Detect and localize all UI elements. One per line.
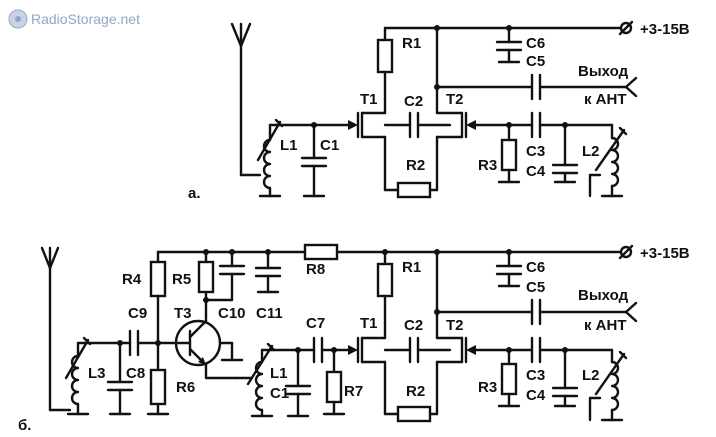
antenna-icon (230, 22, 262, 177)
capacitor-C10 (218, 250, 246, 302)
label-L2-b: L2 (582, 367, 600, 384)
output-label-b-line2: к АНТ (584, 317, 627, 334)
inductor-L2-b (588, 348, 628, 422)
label-R5: R5 (172, 271, 191, 288)
label-R1: R1 (402, 35, 421, 52)
output-label-line1: Выход (578, 63, 629, 80)
label-C3: C3 (526, 143, 545, 160)
resistor-R1-b (376, 262, 394, 298)
resistor-R1 (376, 38, 394, 74)
capacitor-C8 (106, 341, 134, 416)
label-C5: C5 (526, 53, 545, 70)
variant-a-label: а. (188, 185, 201, 202)
variant-b-label: б. (18, 417, 31, 434)
resistor-R5 (197, 260, 215, 294)
resistor-R3 (500, 138, 518, 172)
resistor-R7 (325, 370, 343, 404)
label-C4-b: C4 (526, 387, 546, 404)
transistor-T2 (435, 111, 534, 139)
label-T1-b: T1 (360, 315, 378, 332)
resistor-R8 (303, 243, 339, 261)
supply-terminal-icon (618, 20, 634, 36)
label-L1: L1 (280, 137, 298, 154)
label-C1-b: C1 (270, 385, 289, 402)
resistor-R2 (396, 181, 432, 199)
capacitor-C1 (300, 123, 328, 198)
label-T2-b: T2 (446, 317, 464, 334)
label-R4: R4 (122, 271, 142, 288)
inductor-L1 (256, 118, 284, 198)
resistor-R2-b (396, 405, 432, 423)
label-R1-b: R1 (402, 259, 421, 276)
label-L2: L2 (582, 143, 600, 160)
resistor-R4 (149, 260, 167, 298)
label-C2-b: C2 (404, 317, 423, 334)
inductor-L2 (588, 123, 628, 198)
transistor-T3 (174, 314, 238, 380)
transistor-T1 (348, 111, 387, 139)
label-L1-b: L1 (270, 365, 288, 382)
label-C3-b: C3 (526, 367, 545, 384)
inductor-L3 (64, 336, 92, 416)
label-T1: T1 (360, 91, 378, 108)
transistor-T1-b (348, 336, 387, 364)
supply-terminal-icon (618, 244, 634, 260)
watermark: RadioStorage.net (8, 9, 140, 29)
label-T3: T3 (174, 305, 192, 322)
capacitor-C4 (551, 123, 579, 184)
label-R8: R8 (306, 261, 325, 278)
label-C2: C2 (404, 93, 423, 110)
inductor-L1-b (234, 342, 276, 418)
label-C5-b: C5 (526, 279, 545, 296)
label-C4: C4 (526, 163, 546, 180)
label-C1: C1 (320, 137, 339, 154)
resistor-R3-b (500, 362, 518, 396)
label-R6: R6 (176, 379, 195, 396)
supply-label: +3-15В (640, 21, 690, 38)
label-R2-b: R2 (406, 383, 425, 400)
label-T2: T2 (446, 91, 464, 108)
resistor-R6 (149, 368, 167, 406)
capacitor-C4-b (551, 348, 579, 408)
watermark-text: RadioStorage.net (31, 11, 140, 27)
label-R7: R7 (344, 383, 363, 400)
supply-label-b: +3-15В (640, 245, 690, 262)
watermark-logo-dot (15, 16, 21, 22)
label-R2: R2 (406, 157, 425, 174)
label-C9: C9 (128, 305, 147, 322)
capacitor-C1-b (284, 348, 312, 418)
output-label-line2: к АНТ (584, 91, 627, 108)
label-C11: C11 (256, 305, 283, 322)
label-C7: C7 (306, 315, 325, 332)
label-C8: C8 (126, 365, 145, 382)
label-L3: L3 (88, 365, 106, 382)
output-label-b-line1: Выход (578, 287, 629, 304)
capacitor-C6-b (495, 250, 523, 288)
label-R3-b: R3 (478, 379, 497, 396)
circuit-a: L1 C1 T1 R1 (188, 20, 690, 202)
capacitor-C6 (495, 26, 523, 64)
antenna-icon (40, 246, 72, 412)
label-C10: C10 (218, 305, 246, 322)
label-R3: R3 (478, 157, 497, 174)
capacitor-C11 (254, 250, 282, 294)
circuit-b: L3 C8 C9 R4 R6 (18, 243, 690, 434)
label-C6: C6 (526, 35, 545, 52)
label-C6-b: C6 (526, 259, 545, 276)
transistor-T2-b (435, 336, 534, 364)
